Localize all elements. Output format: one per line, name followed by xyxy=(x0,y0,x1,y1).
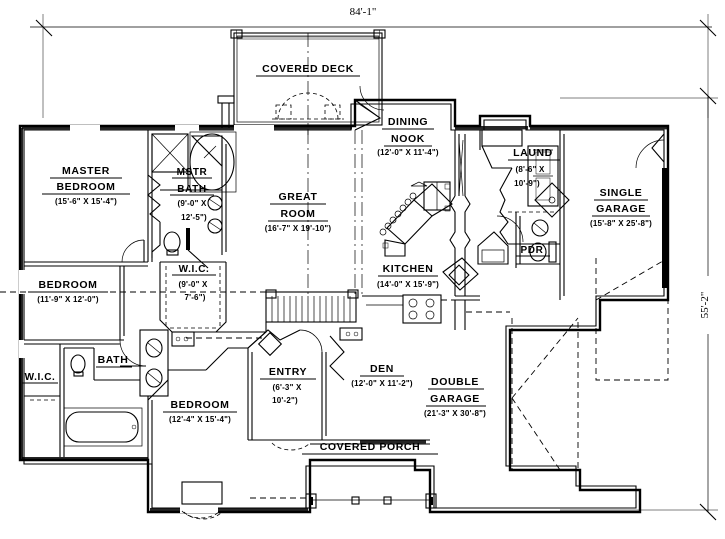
label-wic-2: W.I.C. xyxy=(25,372,56,383)
label-single-garage-2: GARAGE xyxy=(596,203,646,215)
label-covered-porch: COVERED PORCH xyxy=(320,441,421,453)
covered-porch: COVERED PORCH xyxy=(250,439,438,509)
room-double-garage: DOUBLE GARAGE (21'-3" X 30'-8") xyxy=(424,317,579,471)
covered-deck-area: COVERED DECK xyxy=(217,29,386,135)
dim-great-room: (16'-7" X 19'-10") xyxy=(265,224,332,233)
label-bedroom-2: BEDROOM xyxy=(38,279,97,291)
label-dining-nook-1: DINING xyxy=(388,116,428,128)
room-powder: PDR xyxy=(477,212,560,268)
label-den: DEN xyxy=(370,363,394,375)
dim-bedroom-3: (12'-4" X 15'-4") xyxy=(169,415,231,424)
room-master-wic: W.I.C. (9'-0" X 7'-6") xyxy=(159,261,227,333)
label-master-wic: W.I.C. xyxy=(179,264,210,275)
label-covered-deck: COVERED DECK xyxy=(262,63,354,75)
room-master-bedroom: MASTER BEDROOM (15'-6" X 15'-4") xyxy=(24,130,153,267)
dimension-top: 84'-1" xyxy=(30,2,717,118)
dim-bedroom-2: (11'-9" X 12'-0") xyxy=(37,295,99,304)
label-entry: ENTRY xyxy=(269,366,307,378)
dim-master-bath-2: 12'-5") xyxy=(181,213,207,222)
dim-kitchen: (14'-0" X 15'-9") xyxy=(377,280,439,289)
dim-master-wic-2: 7'-6") xyxy=(184,293,205,302)
room-bath-2: BATH W.I.C. xyxy=(22,329,169,457)
room-laundry: LAUND (8'-6" X 10'-9") xyxy=(479,129,570,245)
label-great-room-2: ROOM xyxy=(280,208,315,220)
label-double-garage-1: DOUBLE xyxy=(431,376,479,388)
room-dining-nook: DINING NOOK (12'-0" X 11'-4") xyxy=(354,85,439,157)
room-bedroom-3: BEDROOM (12'-4" X 15'-4") xyxy=(142,347,310,519)
center-hall xyxy=(449,130,480,330)
label-laundry: LAUND xyxy=(513,147,553,159)
room-den: DEN (12'-0" X 11'-2") xyxy=(329,335,413,388)
room-entry: ENTRY (6'-3" X 10'-2") xyxy=(247,327,363,451)
wall-hatching xyxy=(19,125,667,513)
label-kitchen: KITCHEN xyxy=(383,263,434,275)
room-bedroom-2: BEDROOM (11'-9" X 12'-0") xyxy=(24,266,147,367)
label-master-bedroom-1: MASTER xyxy=(62,165,110,177)
dim-master-bedroom: (15'-6" X 15'-4") xyxy=(55,197,117,206)
label-master-bath-2: BATH xyxy=(177,184,206,195)
label-double-garage-2: GARAGE xyxy=(430,393,480,405)
overall-depth-label: 55'-2" xyxy=(699,292,711,319)
dim-dining-nook: (12'-0" X 11'-4") xyxy=(377,148,439,157)
dim-master-wic-1: (9'-0" X xyxy=(178,280,208,289)
label-single-garage-1: SINGLE xyxy=(600,187,643,199)
room-great-room: GREAT ROOM (16'-7" X 19'-10") xyxy=(265,130,363,296)
room-master-bath: MSTR BATH (9'-0" X 12'-5") xyxy=(147,131,237,269)
label-great-room-1: GREAT xyxy=(279,191,318,203)
label-bedroom-3: BEDROOM xyxy=(170,399,229,411)
room-single-garage: SINGLE GARAGE (15'-8" X 25'-8") xyxy=(559,130,669,381)
dim-laundry-2: 10'-9") xyxy=(514,179,540,188)
room-kitchen: KITCHEN (14'-0" X 15'-9") xyxy=(362,181,479,324)
dim-den: (12'-0" X 11'-2") xyxy=(351,379,413,388)
dimension-right: 55'-2" xyxy=(560,87,718,521)
overall-width-label: 84'-1" xyxy=(350,6,377,18)
dim-single-garage: (15'-8" X 25'-8") xyxy=(590,219,652,228)
dim-entry-1: (6'-3" X xyxy=(272,383,302,392)
label-master-bath-1: MSTR xyxy=(177,167,208,178)
label-bath-2: BATH xyxy=(98,354,129,366)
dim-double-garage: (21'-3" X 30'-8") xyxy=(424,409,486,418)
label-dining-nook-2: NOOK xyxy=(391,133,425,145)
exterior-details xyxy=(147,311,510,520)
label-master-bedroom-2: BEDROOM xyxy=(56,181,115,193)
dim-laundry-1: (8'-6" X xyxy=(515,165,545,174)
dim-entry-2: 10'-2") xyxy=(272,396,298,405)
dim-master-bath-1: (9'-0" X xyxy=(177,199,207,208)
label-powder-room: PDR xyxy=(521,245,544,256)
